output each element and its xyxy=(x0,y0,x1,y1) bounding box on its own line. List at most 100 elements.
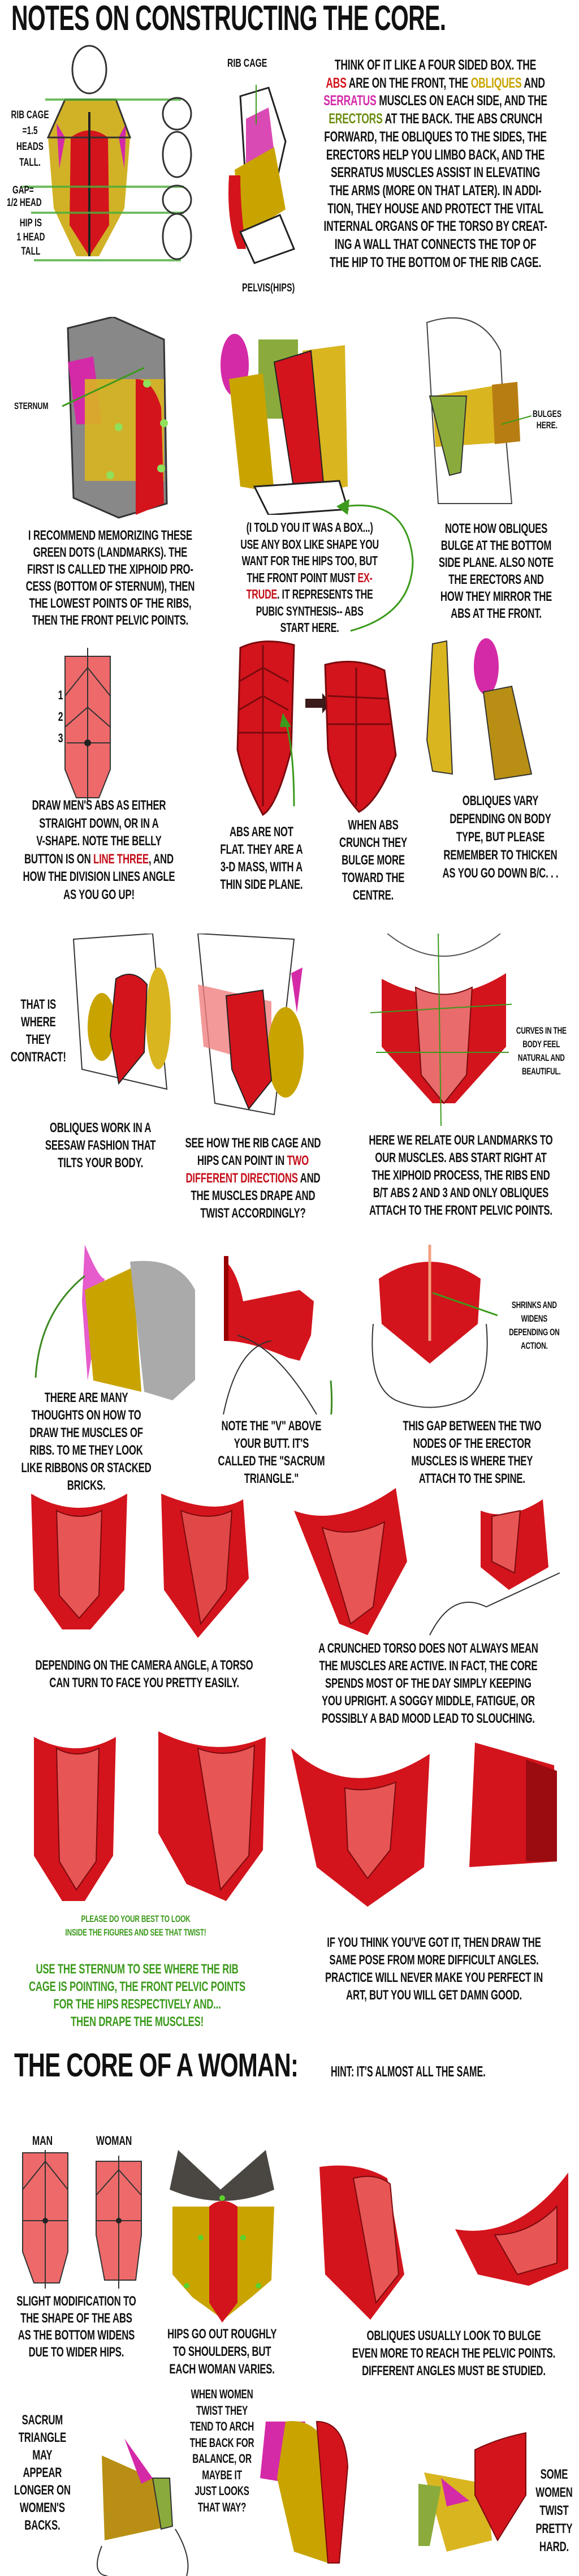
text-line: FOR THE HIPS RESPECTIVELY AND... xyxy=(53,1997,221,2012)
text-line: SEESAW FASHION THAT xyxy=(45,1138,156,1153)
text-line: ABS ARE ON THE FRONT, THE OBLIQUES AND xyxy=(308,75,563,93)
text-line: WOMEN xyxy=(535,2485,573,2500)
pelvis-label: PELVIS(HIPS) xyxy=(242,282,295,294)
abs-division-diagram xyxy=(64,648,111,801)
text-segment: . IT REPRESENTS THE xyxy=(277,587,373,601)
text-line: NATURAL AND xyxy=(517,1052,565,1063)
text-line: CESS (BOTTOM OF STERNUM), THEN xyxy=(25,579,195,594)
text-line: BACKS. xyxy=(24,2518,61,2533)
text-line: TWIST xyxy=(539,2503,569,2518)
man-woman-abs-diagram xyxy=(22,2150,142,2289)
text-line: (I TOLD YOU IT WAS A BOX...) xyxy=(246,520,373,535)
text-line: USE ANY BOX LIKE SHAPE YOU xyxy=(240,536,379,552)
text-line: NOTE THE "V" ABOVE xyxy=(221,1418,322,1434)
text-line: THE SHAPE OF THE ABS xyxy=(20,2311,132,2326)
front-torso-proportion-figure xyxy=(23,45,192,261)
highlight-emphasis_red: TWO xyxy=(287,1153,309,1168)
text-line: WHEN WOMEN xyxy=(191,2387,253,2401)
text-line: NODES OF THE ERECTOR xyxy=(413,1436,532,1451)
text-line: HOW THE DIVISION LINES ANGLE xyxy=(23,869,175,884)
text-line: PUBIC SYNTHESIS-- ABS xyxy=(256,603,364,618)
text-line: THE ARMS (MORE ON THAT LATER). IN ADDI- xyxy=(329,182,542,199)
landmarks-muscle-figure xyxy=(370,934,512,1126)
text-line: PLEASE DO YOUR BEST TO LOOK xyxy=(81,1913,191,1924)
text-segment: MUSCLES ON EACH SIDE, AND THE xyxy=(376,93,547,109)
text-line: THOUGHTS ON HOW TO xyxy=(31,1408,141,1423)
text-line: THE HIP TO THE BOTTOM OF THE RIB CAGE. xyxy=(329,254,542,270)
text-line: YOUR BUTT. IT'S xyxy=(234,1436,309,1451)
torso-1 xyxy=(31,1494,127,1629)
text-segment: ARE ON THE FRONT, THE xyxy=(346,75,471,91)
box-abs-figure xyxy=(221,334,349,515)
text-line: EVEN MORE TO REACH THE PELVIC POINTS. xyxy=(352,2346,556,2361)
text-line: RIBS. TO ME THEY LOOK xyxy=(29,1443,143,1458)
highlight-emphasis_red: EX- xyxy=(357,570,373,585)
text-line: WHEN ABS xyxy=(348,818,399,833)
text-line: PRETTY xyxy=(535,2521,573,2536)
text-line: BEAUTIFUL. xyxy=(521,1066,561,1077)
page-title: NOTES ON CONSTRUCTING THE CORE. xyxy=(11,0,446,38)
text-line: TYPE, BUT PLEASE xyxy=(456,829,545,845)
text-line: HARD. xyxy=(539,2539,569,2555)
text-line: ABS AT THE FRONT. xyxy=(451,606,542,621)
torso-6 xyxy=(158,1731,266,1901)
twist-box-figure xyxy=(197,934,304,1116)
text-segment: THE FRONT POINT MUST xyxy=(247,570,358,585)
text-line: SLIGHT MODIFICATION TO xyxy=(16,2294,136,2309)
text-line: DEPENDING ON THE CAMERA ANGLE, A TORSO xyxy=(35,1658,253,1673)
text-line: THE FRONT POINT MUST EX- xyxy=(223,570,396,587)
highlight-emphasis_red: DIFFERENT DIRECTIONS xyxy=(185,1171,298,1186)
text-line: ERECTORS AT THE BACK. THE ABS CRUNCH xyxy=(308,110,563,128)
ribbons-text: THERE ARE MANY THOUGHTS ON HOW TO DRAW THE… xyxy=(8,1389,164,1494)
belly-button-dot xyxy=(84,739,91,746)
text-line: USE THE STERNUM TO SEE WHERE THE RIB xyxy=(36,1962,239,1977)
intro-paragraph: THINK OF IT LIKE A FOUR SIDED BOX. THE AB… xyxy=(308,57,563,272)
text-line: DIFFERENT DIRECTIONS AND xyxy=(172,1169,334,1187)
woman-hint: HINT: IT'S ALMOST ALL THE SAME. xyxy=(331,2063,486,2080)
text-line: THEY xyxy=(25,1032,51,1047)
sternum-label: STERNUM xyxy=(14,401,49,411)
text-line: OBLIQUES WORK IN A xyxy=(49,1120,152,1136)
female-twist-figure xyxy=(418,2432,526,2552)
text-line: IF YOU THINK YOU'VE GOT IT, THEN DRAW TH… xyxy=(327,1935,541,1950)
text-line: TO SHOULDERS, BUT xyxy=(172,2344,271,2359)
head-outline xyxy=(71,45,107,94)
text-line: I RECOMMEND MEMORIZING THESE xyxy=(28,528,192,543)
text-line: MUSCLES IS WHERE THEY xyxy=(411,1453,533,1469)
text-line: SACRUM xyxy=(21,2412,63,2428)
text-line: THERE ARE MANY xyxy=(44,1390,128,1405)
text-line: THIN SIDE PLANE. xyxy=(220,877,303,892)
serratus-left xyxy=(57,123,65,169)
abs-3d-figures xyxy=(236,640,397,816)
text-line: TOWARD THE xyxy=(342,870,405,885)
text-line: TRUDE. IT REPRESENTS THE xyxy=(223,586,396,603)
text-line: FIRST IS CALLED THE XIPHOID PRO- xyxy=(27,562,193,577)
text-line: JUST LOOKS xyxy=(195,2484,249,2498)
text-line: MAYBE IT xyxy=(202,2467,242,2482)
text-line: SPENDS MOST OF THE DAY SIMPLY KEEPING xyxy=(325,1676,532,1691)
text-line: B/T ABS 2 AND 3 AND ONLY OBLIQUES xyxy=(373,1185,549,1201)
highlight-abs: ABS xyxy=(326,75,347,91)
text-line: GREEN DOTS (LANDMARKS). THE xyxy=(33,545,188,560)
text-line: DRAW THE MUSCLES OF xyxy=(29,1425,143,1440)
rib-cage-ratio-label: RIB CAGE =1.5 HEADS TALL. xyxy=(11,109,49,169)
text-line: SIDE PLANE. ALSO NOTE xyxy=(438,555,554,570)
female-obliques-figures xyxy=(319,2165,568,2320)
text-line: THINK OF IT LIKE A FOUR SIDED BOX. THE xyxy=(334,57,537,73)
text-line: POSSIBLY A BAD MOOD LEAD TO SLOUCHING. xyxy=(321,1711,535,1726)
text-line: CURVES IN THE xyxy=(516,1025,567,1036)
text-line: AS YOU GO DOWN B/C. . . xyxy=(442,866,559,881)
text-line: SAME POSE FROM MORE DIFFICULT ANGLES. xyxy=(329,1953,539,1968)
serratus-right xyxy=(119,123,126,169)
text-line: BALANCE, OR xyxy=(192,2452,252,2466)
